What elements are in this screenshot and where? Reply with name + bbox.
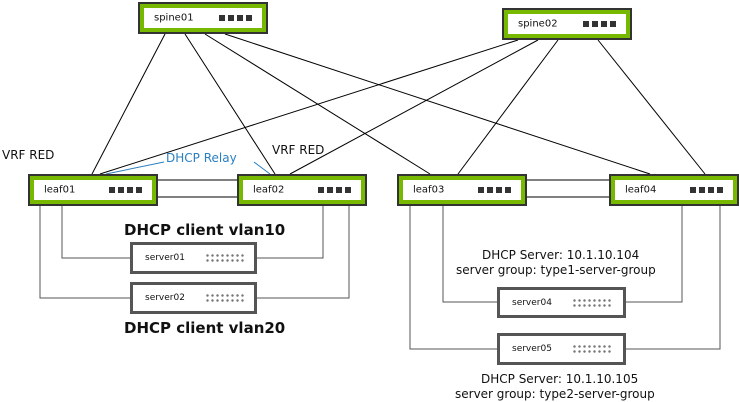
dhcp-server-group1: DHCP Server: 10.1.10.104 server group: t… (456, 248, 656, 278)
link-spine01-leaf01 (91, 33, 166, 175)
dhcp-relay-label: DHCP Relay (166, 151, 237, 165)
link-spine02-leaf03 (457, 39, 559, 175)
switch-leaf03[interactable]: leaf03 (397, 174, 527, 206)
switch-leaf02[interactable]: leaf02 (237, 174, 367, 206)
link-server02 (39, 206, 130, 299)
vrf-label-left: VRF RED (2, 148, 55, 162)
server-server02[interactable]: server02 (130, 282, 257, 314)
dhcp-server-group2: DHCP Server: 10.1.10.105 server group: t… (455, 372, 655, 402)
switch-label: leaf03 (413, 184, 445, 196)
port-squares-icon (478, 187, 511, 193)
switch-spine02[interactable]: spine02 (502, 8, 632, 40)
server-group-line: server group: type2-server-group (455, 387, 655, 401)
port-squares-icon (583, 21, 616, 27)
link-spine02-leaf04 (597, 39, 706, 175)
server-label: server04 (512, 297, 552, 308)
port-squares-icon (109, 187, 142, 193)
port-dots-icon (205, 253, 245, 263)
link-server05-b (626, 206, 721, 350)
server-server05[interactable]: server05 (497, 333, 626, 365)
link-server05 (409, 206, 497, 350)
port-squares-icon (690, 187, 723, 193)
port-squares-icon (318, 187, 351, 193)
link-spine01-leaf04 (224, 33, 651, 175)
switch-label: spine01 (154, 12, 194, 24)
client-vlan10-label: DHCP client vlan10 (124, 221, 286, 239)
server-label: server02 (145, 293, 185, 303)
server-group-line: server group: type1-server-group (456, 263, 656, 277)
switch-spine01[interactable]: spine01 (138, 2, 268, 34)
port-squares-icon (219, 15, 252, 21)
server-server01[interactable]: server01 (130, 242, 257, 274)
client-vlan20-label: DHCP client vlan20 (124, 319, 286, 337)
link-spine01-leaf02 (184, 33, 276, 175)
switch-label: leaf04 (625, 184, 657, 196)
link-spine02-leaf02 (289, 39, 539, 175)
server-label: server01 (145, 253, 185, 263)
dhcp-server-line: DHCP Server: 10.1.10.105 (481, 372, 639, 386)
relay-pointer-right (253, 161, 271, 175)
port-dots-icon (572, 344, 612, 354)
server-server04[interactable]: server04 (497, 287, 626, 318)
vrf-label-right: VRF RED (272, 143, 325, 157)
switch-label: leaf01 (44, 184, 76, 196)
switch-label: leaf02 (253, 184, 285, 196)
port-dots-icon (205, 293, 245, 303)
switch-leaf04[interactable]: leaf04 (609, 174, 739, 206)
link-server02-b (257, 206, 350, 299)
port-dots-icon (572, 297, 612, 308)
link-server01-b (257, 206, 324, 259)
link-server01 (61, 206, 130, 259)
server-label: server05 (512, 344, 552, 354)
link-spine02-leaf01 (99, 39, 519, 175)
relay-pointer-left (105, 161, 165, 175)
link-server04 (442, 206, 497, 303)
link-server04-b (626, 206, 683, 303)
switch-label: spine02 (518, 18, 558, 30)
dhcp-server-line: DHCP Server: 10.1.10.104 (482, 248, 640, 262)
switch-leaf01[interactable]: leaf01 (28, 174, 158, 206)
